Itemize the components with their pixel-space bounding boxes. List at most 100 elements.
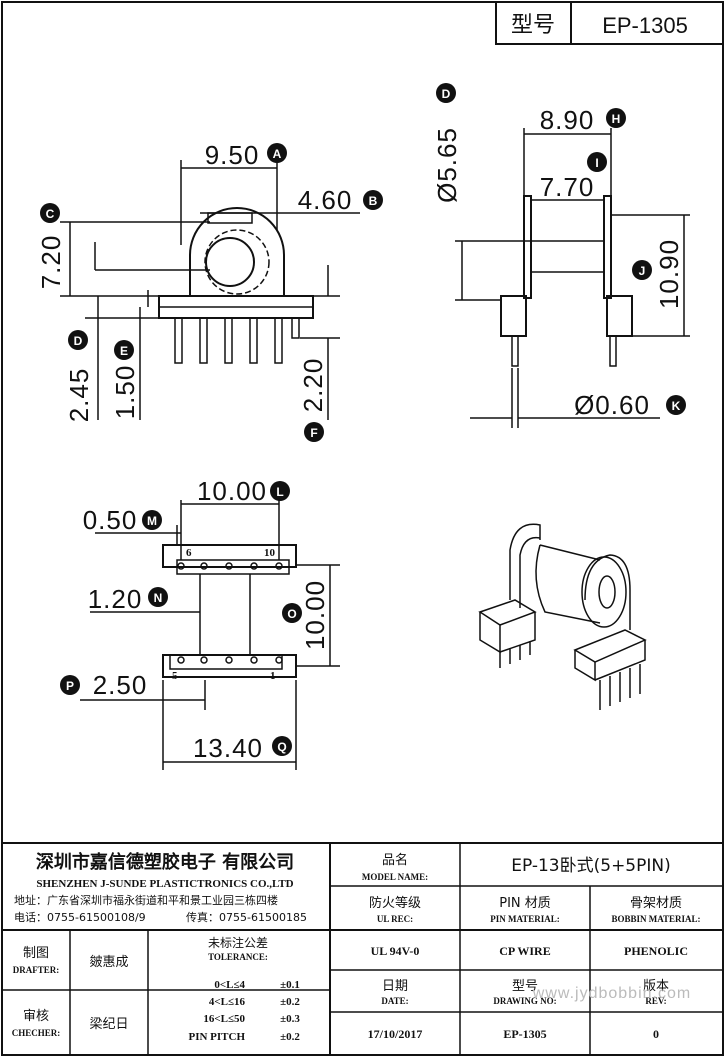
tag-k: K bbox=[672, 399, 681, 413]
tag-c-badge bbox=[40, 203, 60, 223]
tag-b-badge bbox=[363, 190, 383, 210]
pin-label-10: 10 bbox=[264, 547, 276, 559]
tolerance-cn: 未标注公差 bbox=[208, 935, 268, 950]
bobbin-material-en: BOBBIN MATERIAL: bbox=[611, 914, 700, 924]
tag-m-badge bbox=[142, 510, 162, 530]
tag-a: A bbox=[273, 147, 282, 161]
checker-value: 梁纪日 bbox=[89, 1017, 128, 1032]
drafter-value: 皴惠成 bbox=[89, 955, 128, 970]
tag-k-badge bbox=[666, 395, 686, 415]
tag-f-badge bbox=[304, 422, 324, 442]
tag-l-badge bbox=[270, 481, 290, 501]
dim-q: 13.40 bbox=[193, 733, 263, 763]
date-value: 17/10/2017 bbox=[368, 1027, 423, 1041]
drawing-no-cn: 型号 bbox=[512, 979, 538, 994]
model-name-en: MODEL NAME: bbox=[362, 872, 428, 882]
tag-n-badge bbox=[148, 587, 168, 607]
dim-o: 10.00 bbox=[300, 580, 330, 650]
bobbin-material-cn: 骨架材质 bbox=[630, 896, 682, 911]
company-address: 地址：广东省深圳市福永街道和平和景工业园三栋四楼 bbox=[14, 893, 278, 907]
dim-b: 4.60 bbox=[298, 185, 353, 215]
pin-material-value: CP WIRE bbox=[499, 944, 550, 958]
tag-h: H bbox=[612, 112, 621, 126]
tag-q: Q bbox=[277, 740, 286, 754]
tag-j: J bbox=[639, 264, 646, 278]
pin-label-1: 1 bbox=[270, 670, 276, 682]
tag-h-badge bbox=[606, 108, 626, 128]
tag-d-side: D bbox=[442, 87, 451, 101]
tag-p: P bbox=[66, 679, 74, 693]
model-name-cn: 品名 bbox=[382, 852, 408, 868]
dim-j: 10.90 bbox=[654, 239, 684, 309]
dim-c: 7.20 bbox=[36, 235, 66, 290]
bobbin-material-value: PHENOLIC bbox=[624, 944, 688, 958]
tol-range-0: 0<L≤4 bbox=[214, 979, 245, 991]
pin-material-en: PIN MATERIAL: bbox=[490, 914, 560, 924]
dim-n: 1.20 bbox=[88, 584, 143, 614]
dim-a: 9.50 bbox=[205, 140, 260, 170]
header-model-box: 型号 EP-1305 bbox=[495, 1, 724, 45]
tag-c: C bbox=[46, 207, 55, 221]
tag-e: E bbox=[120, 344, 128, 358]
header-model-label: 型号 bbox=[511, 13, 555, 38]
tag-o-badge bbox=[282, 603, 302, 623]
dim-p: 2.50 bbox=[93, 670, 148, 700]
tag-m: M bbox=[147, 514, 157, 528]
side-view-dimensions: D Ø5.65 8.90 H I 7.70 J 10.90 Ø0.60 K bbox=[432, 83, 686, 420]
tag-q-badge bbox=[272, 736, 292, 756]
tag-d-side-badge bbox=[436, 83, 456, 103]
dim-f: 2.20 bbox=[298, 358, 328, 413]
company-name-en: SHENZHEN J-SUNDE PLASTICTRONICS CO.,LTD bbox=[36, 878, 293, 890]
dim-d-front: 2.45 bbox=[64, 368, 94, 423]
tag-i-badge bbox=[587, 152, 607, 172]
company-name-cn: 深圳市嘉信德塑胶电子 有限公司 bbox=[36, 851, 294, 873]
isometric-view bbox=[478, 523, 647, 710]
bottom-view-dimensions: 10.00 L 0.50 M 1.20 N O 10.00 P 2.50 13.… bbox=[60, 476, 330, 763]
rev-value: 0 bbox=[653, 1027, 659, 1041]
tol-value-3: ±0.2 bbox=[280, 1031, 300, 1043]
tag-e-badge bbox=[114, 340, 134, 360]
dim-i: 7.70 bbox=[540, 172, 595, 202]
pin-label-5: 5 bbox=[172, 670, 178, 682]
date-cn: 日期 bbox=[382, 979, 408, 994]
company-fax: 传真：0755-61500185 bbox=[186, 910, 307, 924]
side-view bbox=[455, 128, 690, 428]
drafter-en: DRAFTER: bbox=[13, 965, 60, 975]
tag-j-badge bbox=[632, 260, 652, 280]
tag-o: O bbox=[287, 607, 296, 621]
dim-e: 1.50 bbox=[110, 365, 140, 420]
tol-value-0: ±0.1 bbox=[280, 979, 300, 991]
rev-en: REV: bbox=[645, 996, 666, 1006]
pin-label-6: 6 bbox=[186, 547, 192, 559]
checker-en: CHECHER: bbox=[12, 1028, 61, 1038]
front-view bbox=[60, 160, 360, 420]
bottom-view bbox=[80, 500, 340, 770]
tol-range-3: PIN PITCH bbox=[188, 1031, 245, 1043]
tol-value-1: ±0.2 bbox=[280, 996, 300, 1008]
front-view-dimensions: 9.50 A 4.60 B C 7.20 D 2.45 E 1.50 2.20 … bbox=[36, 140, 383, 442]
tag-i: I bbox=[595, 156, 598, 170]
header-model-value: EP-1305 bbox=[602, 13, 688, 38]
ul-en: UL REC: bbox=[377, 914, 413, 924]
tag-b: B bbox=[369, 194, 378, 208]
drafter-cn: 制图 bbox=[23, 946, 49, 961]
tag-d-badge bbox=[68, 330, 88, 350]
watermark: www.jydbobbin.com bbox=[532, 985, 691, 1002]
dim-h: 8.90 bbox=[540, 105, 595, 135]
ul-value: UL 94V-0 bbox=[371, 944, 420, 958]
dim-m: 0.50 bbox=[83, 505, 138, 535]
drawing-no-en: DRAWING NO: bbox=[493, 996, 556, 1006]
dim-k: Ø0.60 bbox=[574, 390, 650, 420]
tol-range-1: 4<L≤16 bbox=[209, 996, 246, 1008]
dim-l: 10.00 bbox=[197, 476, 267, 506]
pin-material-cn: PIN 材质 bbox=[499, 896, 551, 911]
tag-n: N bbox=[154, 591, 163, 605]
tol-range-2: 16<L≤50 bbox=[203, 1013, 245, 1025]
title-block-text: 深圳市嘉信德塑胶电子 有限公司 SHENZHEN J-SUNDE PLASTIC… bbox=[12, 851, 701, 1043]
tol-value-2: ±0.3 bbox=[280, 1013, 300, 1025]
ul-cn: 防火等级 bbox=[369, 895, 421, 911]
drawing-no-value: EP-1305 bbox=[503, 1027, 546, 1041]
tag-a-badge bbox=[267, 143, 287, 163]
